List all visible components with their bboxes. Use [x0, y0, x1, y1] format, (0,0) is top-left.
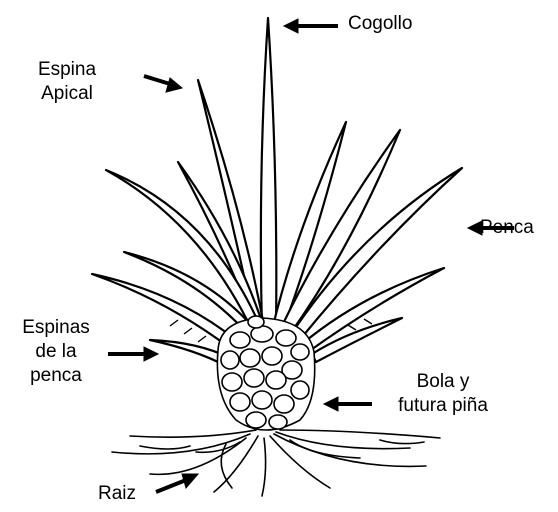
- roots: [112, 430, 440, 496]
- label-espinas-penca-line1: Espinas: [8, 316, 104, 340]
- label-raiz: Raiz: [98, 482, 136, 506]
- arrow-raiz: [156, 474, 198, 492]
- leaf: [92, 274, 236, 348]
- leaf: [261, 18, 276, 330]
- label-espina-apical-line1: Espina: [20, 58, 114, 82]
- label-bola: Bola y futura piña: [378, 370, 508, 418]
- label-cogollo: Cogollo: [348, 12, 412, 36]
- label-espinas-penca: Espinas de la penca: [8, 316, 104, 388]
- arrow-espina-apical: [144, 76, 182, 92]
- label-espinas-penca-line3: penca: [8, 364, 104, 388]
- arrows: [108, 19, 514, 492]
- label-espina-apical: Espina Apical: [20, 58, 114, 106]
- arrow-bola: [324, 397, 372, 411]
- label-bola-line2: futura piña: [378, 394, 508, 418]
- label-espina-apical-line2: Apical: [20, 82, 114, 106]
- arrow-espinas-penca: [108, 347, 158, 361]
- label-espinas-penca-line2: de la: [8, 340, 104, 364]
- arrow-cogollo: [284, 19, 338, 33]
- label-penca: Penca: [480, 216, 534, 240]
- label-bola-line1: Bola y: [378, 370, 508, 394]
- pineapple-ball: [217, 316, 314, 430]
